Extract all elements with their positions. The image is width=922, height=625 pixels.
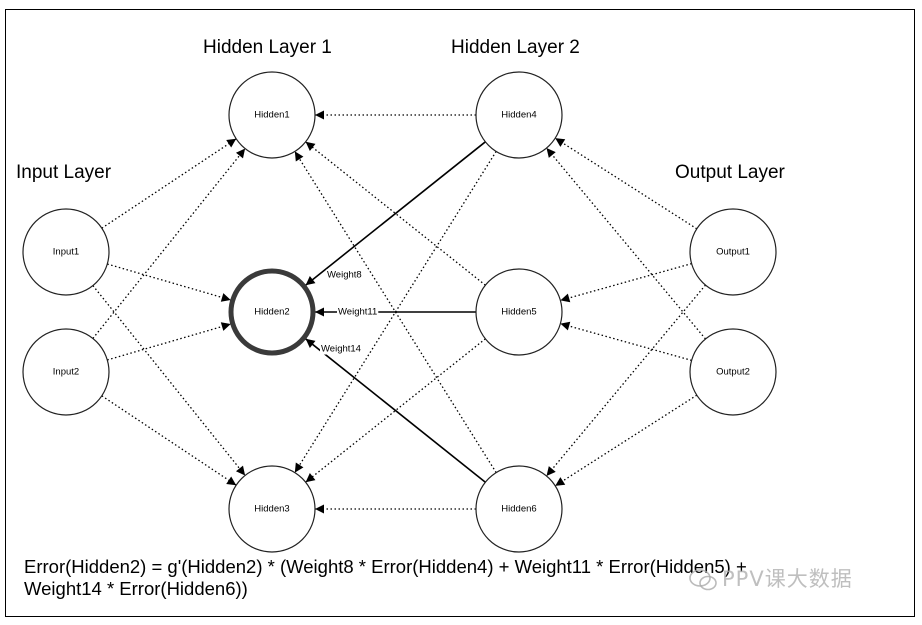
- edge-input1-to-hidden3-arrowhead: [235, 465, 246, 476]
- edge-hidden4-to-hidden1-arrowhead: [315, 110, 324, 120]
- formula-line-1: Error(Hidden2) = g'(Hidden2) * (Weight8 …: [24, 556, 747, 577]
- node-hidden2: [228, 268, 316, 356]
- node-label-hidden5: Hidden5: [501, 307, 536, 318]
- edge-input1-to-hidden2: [107, 263, 231, 301]
- layer-titles: Input Layer Hidden Layer 1 Hidden Layer 2 O…: [16, 37, 786, 183]
- node-label-hidden4: Hidden4: [501, 110, 536, 121]
- node-label-input2: Input2: [53, 367, 79, 378]
- edge-hidden6-to-hidden3-arrowhead: [315, 504, 324, 514]
- layer-title-output-layer: Output Layer: [675, 162, 786, 183]
- edge-hidden5-to-hidden1-arrowhead: [305, 141, 316, 151]
- node-hidden1: [228, 71, 316, 159]
- node-input2: [22, 328, 110, 416]
- edge-hidden5-to-hidden3-arrowhead: [305, 473, 316, 483]
- weighted-edge-weight14-arrowhead: [305, 338, 316, 348]
- edge-input1-to-hidden3: [92, 285, 246, 476]
- edges-group: [92, 110, 706, 514]
- weighted-edge-weight14: [305, 338, 486, 483]
- node-output2: [689, 328, 777, 416]
- weight-label-weight14: Weight14: [321, 344, 361, 355]
- edge-input2-to-hidden2: [107, 323, 231, 361]
- edge-output1-to-hidden5-arrowhead: [560, 293, 571, 303]
- watermark: PPV课大数据: [688, 563, 853, 593]
- node-hidden6: [475, 465, 563, 553]
- node-label-hidden6: Hidden6: [501, 504, 536, 515]
- node-hidden5: [475, 268, 563, 356]
- chat-bubble-icon: [689, 569, 717, 591]
- edge-input1-to-hidden2-arrowhead: [220, 293, 231, 302]
- node-output1: [689, 208, 777, 296]
- node-label-output2: Output2: [716, 367, 750, 378]
- edge-output1-to-hidden6: [546, 284, 706, 477]
- node-hidden4: [475, 71, 563, 159]
- edge-input2-to-hidden3-arrowhead: [226, 476, 237, 486]
- edge-output2-to-hidden6-arrowhead: [555, 477, 566, 486]
- weight-label-background: [337, 306, 379, 318]
- weight-label-background: [326, 269, 363, 281]
- formula-line-2: Weight14 * Error(Hidden6)): [24, 578, 248, 599]
- layer-title-input-layer: Input Layer: [16, 162, 112, 183]
- edge-output1-to-hidden5: [560, 262, 692, 302]
- edge-input2-to-hidden2-arrowhead: [220, 322, 231, 331]
- edge-input2-to-hidden1: [92, 148, 246, 339]
- layer-title-hidden-layer-1: Hidden Layer 1: [203, 37, 332, 58]
- edge-input1-to-hidden1: [101, 138, 237, 229]
- edge-input2-to-hidden3: [101, 395, 237, 486]
- edge-output1-to-hidden4: [554, 137, 698, 230]
- edge-output2-to-hidden6: [554, 394, 698, 487]
- node-input1: [22, 208, 110, 296]
- node-label-hidden1: Hidden1: [254, 110, 289, 121]
- error-formula: Error(Hidden2) = g'(Hidden2) * (Weight8 …: [24, 556, 904, 600]
- edge-output2-to-hidden4-arrowhead: [546, 148, 556, 158]
- weight-label-weight8: Weight8: [327, 270, 362, 281]
- weight-label-weight11: Weight11: [338, 307, 377, 318]
- edge-output2-to-hidden5: [560, 322, 692, 362]
- node-label-hidden3: Hidden3: [254, 504, 289, 515]
- edge-output1-to-hidden6-arrowhead: [546, 466, 556, 476]
- weighted-edge-weight11-arrowhead: [315, 307, 324, 317]
- layer-title-hidden-layer-2: Hidden Layer 2: [451, 37, 580, 58]
- watermark-text: PPV课大数据: [722, 567, 853, 591]
- weighted-edge-weight8: [305, 141, 486, 286]
- node-label-output1: Output1: [716, 247, 750, 258]
- node-hidden3: [228, 465, 316, 553]
- edge-hidden6-to-hidden1-arrowhead: [294, 151, 304, 162]
- node-label-hidden2: Hidden2: [254, 307, 289, 318]
- edge-output1-to-hidden4-arrowhead: [555, 138, 566, 147]
- weight-label-background: [320, 343, 362, 355]
- weighted-edge-weight8-arrowhead: [305, 276, 316, 286]
- edge-output2-to-hidden4: [546, 147, 706, 340]
- node-label-input1: Input1: [53, 247, 79, 258]
- edge-hidden4-to-hidden3-arrowhead: [294, 462, 304, 473]
- diagram-frame: [5, 9, 915, 617]
- edge-input2-to-hidden1-arrowhead: [235, 148, 246, 159]
- edge-output2-to-hidden5-arrowhead: [560, 321, 571, 331]
- edge-input1-to-hidden1-arrowhead: [226, 138, 237, 148]
